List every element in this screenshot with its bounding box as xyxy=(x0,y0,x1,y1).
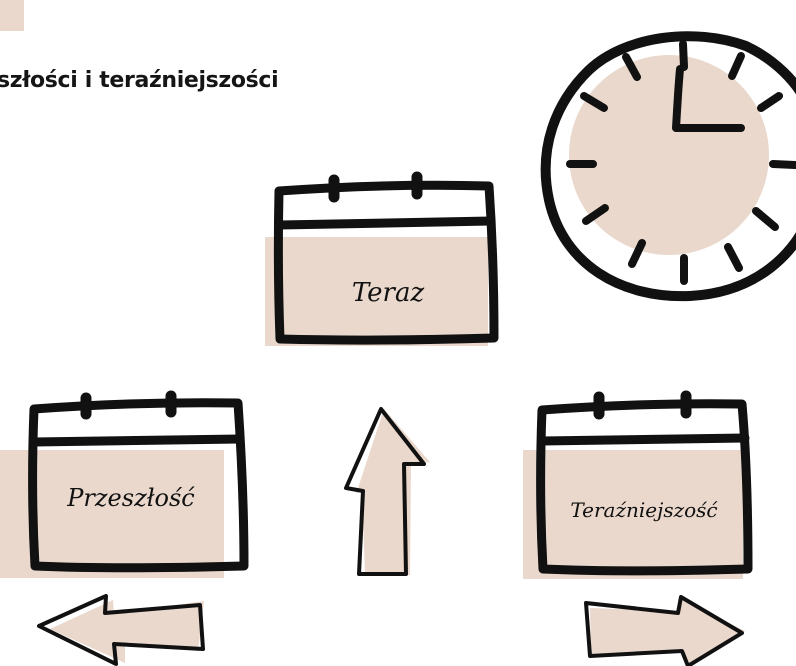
calendar-now: Teraz xyxy=(265,177,494,346)
arrow-up-icon xyxy=(346,409,430,575)
calendar-label-now: Teraz xyxy=(352,278,425,308)
calendar-past: Przeszłość xyxy=(0,396,244,578)
arrow-left-icon xyxy=(39,596,204,664)
calendar-label-past: Przeszłość xyxy=(66,484,195,512)
clock-icon xyxy=(546,36,796,296)
calendar-present: Teraźniejszość xyxy=(523,396,748,579)
calendar-label-present: Teraźniejszość xyxy=(570,498,718,522)
arrow-right-icon xyxy=(586,597,745,666)
